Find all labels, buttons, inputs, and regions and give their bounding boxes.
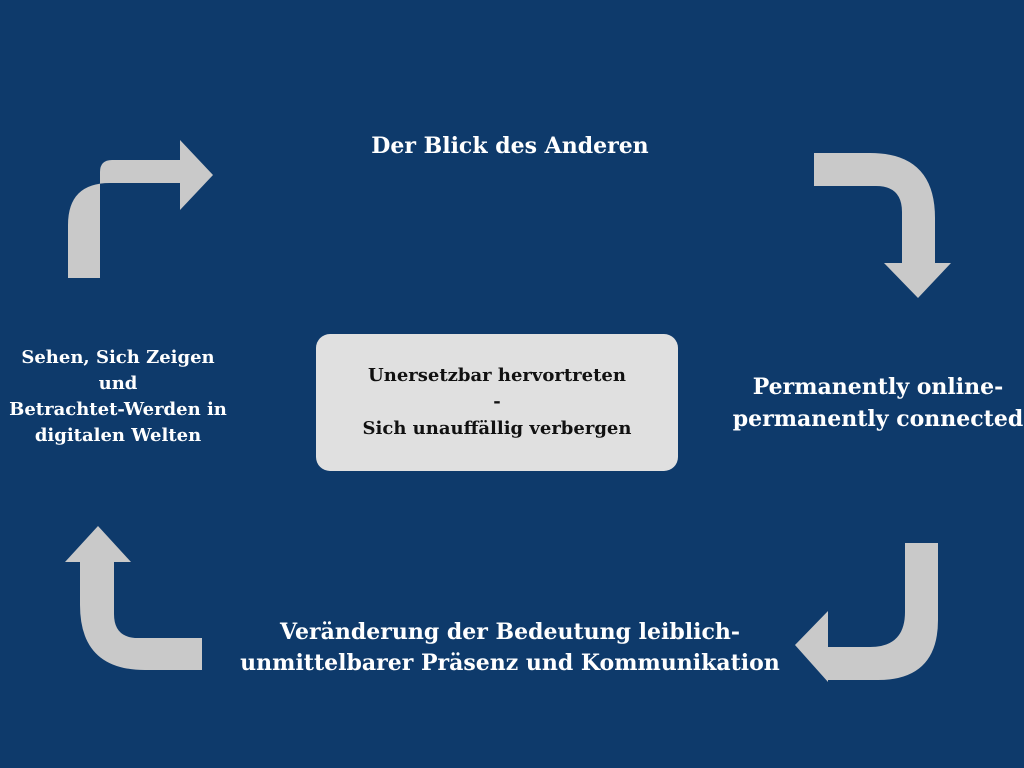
arrow-left-up-icon xyxy=(65,526,202,670)
center-line-3: Sich unauffällig verbergen xyxy=(362,417,632,439)
label-blick-des-anderen: Der Blick des Anderen xyxy=(300,132,720,161)
label-veraenderung: Veränderung der Bedeutung leiblich- unmi… xyxy=(200,617,820,679)
label-top-text: Der Blick des Anderen xyxy=(371,133,649,159)
arrow-down-left-icon xyxy=(795,543,938,682)
label-left-line-3: digitalen Welten xyxy=(34,425,202,447)
label-bottom-line-1: Veränderung der Bedeutung leiblich- xyxy=(279,619,740,645)
label-left-line-2: Betrachtet-Werden in xyxy=(9,399,227,421)
arrow-right-down-icon xyxy=(814,153,951,298)
label-permanently-online: Permanently online- permanently connecte… xyxy=(728,372,1024,436)
arrow-up-right-icon xyxy=(68,140,213,278)
center-line-1: Unersetzbar hervortreten xyxy=(368,365,626,387)
label-left-line-1: Sehen, Sich Zeigen und xyxy=(21,347,215,395)
label-bottom-line-2: unmittelbarer Präsenz und Kommunikation xyxy=(240,649,780,676)
center-line-2: - xyxy=(493,391,501,413)
center-box: Unersetzbar hervortreten - Sich unauffäl… xyxy=(316,334,678,471)
label-right-line-1: Permanently online- xyxy=(752,374,1004,400)
label-sehen-sich-zeigen: Sehen, Sich Zeigen und Betrachtet-Werden… xyxy=(0,345,236,449)
label-right-line-2: permanently connected xyxy=(732,405,1024,432)
